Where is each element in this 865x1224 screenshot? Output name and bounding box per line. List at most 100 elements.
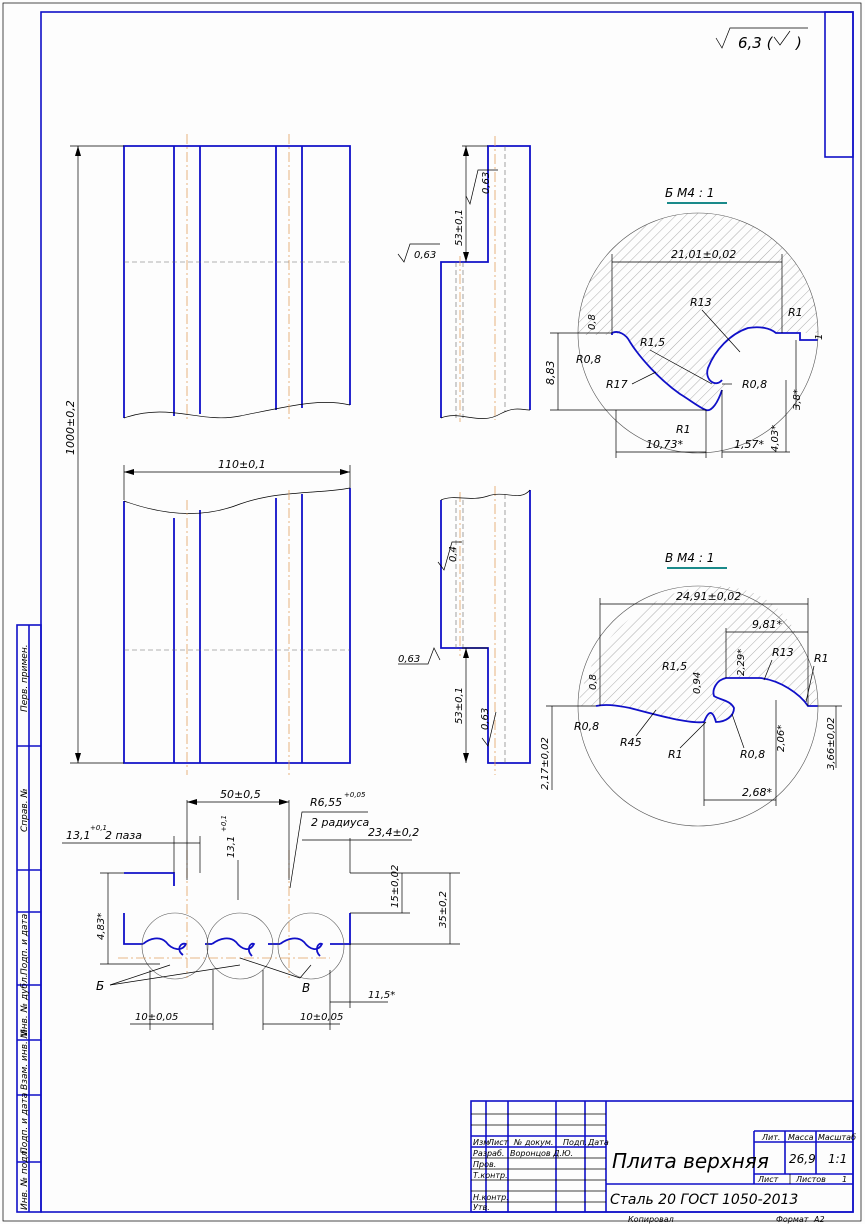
svg-text:0,4: 0,4 — [448, 546, 459, 562]
svg-text:R6,55: R6,55 — [310, 796, 342, 809]
svg-text:2,29*: 2,29* — [736, 649, 747, 676]
svg-text:1000±0,2: 1000±0,2 — [64, 400, 77, 455]
svg-text:Б: Б — [96, 979, 104, 993]
svg-text:R1: R1 — [788, 306, 803, 319]
front-view-bottom — [123, 487, 351, 775]
svg-text:R0,8: R0,8 — [574, 720, 599, 733]
svg-text:26,9: 26,9 — [789, 1152, 816, 1166]
dimension-length: 1000±0,2 — [64, 145, 124, 764]
svg-text:2,06*: 2,06* — [776, 725, 787, 752]
svg-text:1: 1 — [842, 1175, 847, 1184]
svg-text:2 радиуса: 2 радиуса — [311, 816, 370, 829]
svg-text:В: В — [302, 981, 310, 995]
svg-text:R13: R13 — [772, 646, 794, 659]
svg-text:24,91±0,02: 24,91±0,02 — [676, 590, 741, 603]
roughness-symbol: 6,3 ( ) — [715, 27, 808, 52]
svg-text:10,73*: 10,73* — [646, 438, 683, 451]
svg-text:110±0,1: 110±0,1 — [218, 458, 266, 471]
svg-text:+0,1: +0,1 — [90, 824, 107, 832]
svg-text:Воронцов Д.Ю.: Воронцов Д.Ю. — [510, 1149, 573, 1158]
detail-v: В М4 : 1 24,91±0,02 9,81* 0,8 R1,5 0,94 … — [540, 551, 842, 827]
svg-text:Масштаб: Масштаб — [818, 1133, 856, 1142]
svg-text:10±0,05: 10±0,05 — [300, 1012, 343, 1023]
side-view-top: 53±0,1 0,63 0,63 — [397, 136, 531, 422]
svg-text:R0,8: R0,8 — [576, 353, 601, 366]
svg-text:А2: А2 — [813, 1215, 825, 1224]
svg-text:Инв. № дубл.: Инв. № дубл. — [20, 974, 30, 1036]
svg-text:2,17±0,02: 2,17±0,02 — [540, 737, 551, 790]
svg-text:Листов: Листов — [795, 1175, 826, 1184]
detail-b: Б М4 : 1 21,01±0,02 0,8 R13 R1 R0,8 R1,5… — [544, 186, 825, 458]
svg-text:Справ. №: Справ. № — [20, 788, 30, 832]
svg-text:Т.контр.: Т.контр. — [473, 1171, 508, 1180]
svg-text:Перв. примен.: Перв. примен. — [20, 644, 30, 712]
svg-text:+0,1: +0,1 — [220, 815, 228, 832]
svg-text:Формат: Формат — [776, 1215, 809, 1224]
svg-text:53±0,1: 53±0,1 — [454, 209, 465, 246]
svg-text:R0,8: R0,8 — [740, 748, 765, 761]
svg-text:4,03*: 4,03* — [770, 425, 781, 452]
svg-text:8,83: 8,83 — [544, 361, 557, 386]
svg-text:R13: R13 — [690, 296, 712, 309]
svg-text:R17: R17 — [606, 378, 628, 391]
svg-text:Копировал: Копировал — [628, 1215, 674, 1224]
roughness-value: 6,3 ( — [738, 34, 774, 52]
svg-text:3,66±0,02: 3,66±0,02 — [826, 717, 837, 770]
svg-text:№ докум.: № докум. — [513, 1138, 553, 1147]
part-name: Плита верхняя — [612, 1149, 769, 1173]
svg-text:Изм: Изм — [473, 1138, 489, 1147]
side-stamp: Перв. примен. Справ. № Подп. и дата Инв.… — [16, 624, 42, 1213]
svg-text:Инв. № подл.: Инв. № подл. — [20, 1148, 30, 1210]
svg-text:0,63: 0,63 — [481, 172, 492, 194]
svg-text:Взам. инв. №: Взам. инв. № — [20, 1029, 30, 1090]
svg-text:R1,5: R1,5 — [640, 336, 665, 349]
front-view-top — [123, 134, 351, 420]
svg-text:4,83*: 4,83* — [96, 913, 107, 940]
svg-text:Лист: Лист — [757, 1175, 779, 1184]
svg-text:23,4±0,2: 23,4±0,2 — [368, 826, 419, 839]
side-view-bottom: 0,4 0,63 53±0,1 0,63 — [398, 486, 531, 775]
svg-text:53±0,1: 53±0,1 — [454, 687, 465, 724]
svg-text:R45: R45 — [620, 736, 642, 749]
cross-section-view — [118, 850, 351, 980]
svg-text:+0,05: +0,05 — [344, 791, 366, 799]
svg-text:0,63: 0,63 — [480, 708, 491, 730]
svg-text:Масса: Масса — [788, 1133, 814, 1142]
svg-text:Лит.: Лит. — [761, 1133, 780, 1142]
detail-v-title: В М4 : 1 — [665, 551, 714, 565]
svg-text:R1: R1 — [676, 423, 691, 436]
svg-text:2,68*: 2,68* — [742, 786, 772, 799]
svg-text:R0,8: R0,8 — [742, 378, 767, 391]
svg-text:Подп. и дата: Подп. и дата — [20, 914, 30, 975]
svg-text:0,63: 0,63 — [414, 250, 436, 261]
svg-text:Дата: Дата — [587, 1138, 609, 1147]
svg-text:Н.контр.: Н.контр. — [473, 1193, 509, 1202]
svg-text:1,57*: 1,57* — [734, 438, 764, 451]
svg-text:0,63: 0,63 — [398, 654, 420, 665]
material: Сталь 20 ГОСТ 1050-2013 — [610, 1192, 798, 1208]
svg-text:15±0,02: 15±0,02 — [390, 865, 401, 908]
svg-text:1:1: 1:1 — [828, 1152, 847, 1166]
svg-text:0,8: 0,8 — [588, 674, 599, 690]
svg-text:1: 1 — [814, 334, 825, 340]
svg-text:9,81*: 9,81* — [752, 618, 782, 631]
svg-text:3,8*: 3,8* — [792, 389, 803, 410]
svg-text:13,1: 13,1 — [226, 836, 237, 858]
svg-text:11,5*: 11,5* — [368, 990, 395, 1001]
svg-text:Пров.: Пров. — [473, 1160, 496, 1169]
svg-text:13,1: 13,1 — [66, 829, 91, 842]
inner-frame — [40, 11, 854, 1213]
cross-section-dimensions: 50±0,5 R6,55 +0,05 2 радиуса 13,1 +0,1 2… — [62, 788, 460, 1030]
svg-text:R1: R1 — [814, 652, 829, 665]
svg-text:Подп. и дата: Подп. и дата — [20, 1093, 30, 1154]
corner-stamp — [824, 11, 854, 158]
svg-text:Разраб.: Разраб. — [473, 1149, 504, 1158]
svg-text:21,01±0,02: 21,01±0,02 — [671, 248, 736, 261]
title-block: Изм Лист № докум. Подп. Дата Разраб. Вор… — [470, 1100, 856, 1224]
dimension-width: 110±0,1 — [123, 458, 351, 500]
svg-text:Подп.: Подп. — [563, 1138, 587, 1147]
svg-text:0,8: 0,8 — [587, 314, 598, 330]
svg-text:R1: R1 — [668, 748, 683, 761]
svg-text:2 паза: 2 паза — [105, 829, 142, 842]
